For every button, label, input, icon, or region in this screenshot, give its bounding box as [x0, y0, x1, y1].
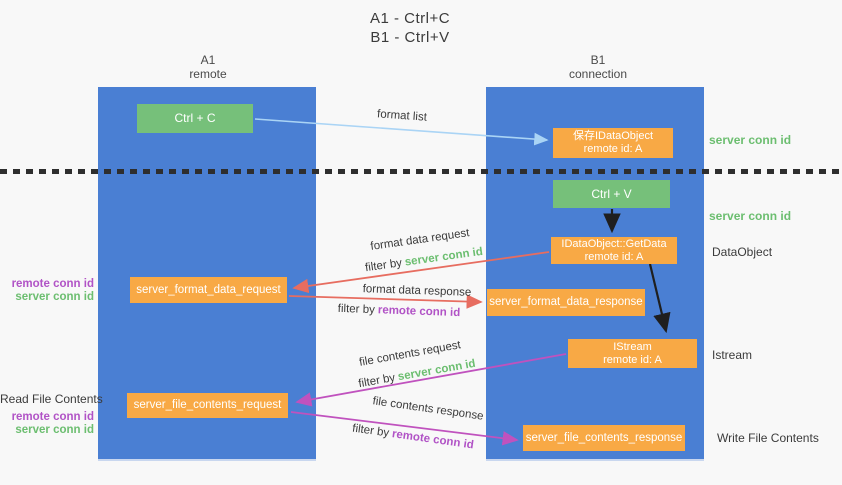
remote-conn-id-key: remote conn id [391, 428, 475, 452]
title-line-b1: B1 - Ctrl+V [370, 29, 450, 46]
save-idataobject-line2: remote id: A [583, 143, 643, 155]
save-idataobject-node: 保存IDataObject remote id: A [553, 128, 673, 158]
file-conn-id-stack: remote conn id server conn id [0, 411, 94, 437]
filter-by-text: filter by [351, 422, 390, 440]
ctrl-v-node: Ctrl + V [553, 180, 670, 208]
diagram-title: A1 - Ctrl+C B1 - Ctrl+V [280, 9, 540, 47]
filter-by-text: filter by [357, 371, 397, 391]
getdata-line1: IDataObject::GetData [561, 237, 667, 250]
istream-side-label: Istream [712, 348, 753, 362]
server-file-contents-request-node: server_file_contents_request [127, 393, 288, 418]
ctrl-c-label: Ctrl + C [174, 111, 216, 125]
idataobject-getdata-node: IDataObject::GetData remote id: A [551, 237, 677, 264]
lifeline-header-a1: A1 remote [153, 53, 263, 81]
server-format-data-request-node: server_format_data_request [130, 277, 287, 303]
dataobject-label: DataObject [712, 245, 773, 259]
server-conn-id-right-top-label: server conn id [709, 133, 792, 147]
server-format-data-response-node: server_format_data_response [487, 289, 645, 316]
save-idataobject-line1: 保存IDataObject [572, 130, 654, 142]
server-conn-id-key: server conn id [404, 245, 484, 269]
filter-by-text: filter by [337, 302, 376, 317]
server-conn-id-left-file-label: server conn id [15, 424, 94, 436]
remote-conn-id-key: remote conn id [377, 304, 461, 320]
server-file-contents-response-node: server_file_contents_response [523, 425, 685, 451]
file-contents-response-label: file contents response [371, 395, 485, 423]
istream-line2: remote id: A [603, 353, 662, 366]
lifeline-b1-role: connection [568, 67, 628, 81]
remote-conn-id-left-file-label: remote conn id [11, 411, 94, 423]
server-file-contents-response-label: server_file_contents_response [525, 431, 683, 444]
server-conn-id-left-format-label: server conn id [15, 291, 94, 303]
format-data-response-label: format data response [362, 283, 472, 299]
remote-conn-id-left-format-label: remote conn id [11, 278, 94, 290]
file-contents-response-filter-label: filter byremote conn id [352, 423, 475, 452]
istream-node: IStream remote id: A [568, 339, 697, 368]
format-conn-id-stack: remote conn id server conn id [0, 278, 94, 304]
server-file-contents-request-label: server_file_contents_request [133, 399, 282, 411]
getdata-line2: remote id: A [584, 250, 644, 263]
lifeline-b1-name: B1 [590, 53, 606, 67]
server-format-data-request-label: server_format_data_request [136, 283, 281, 296]
lifeline-a1-role: remote [189, 67, 227, 81]
title-line-a1: A1 - Ctrl+C [369, 10, 451, 27]
ctrl-v-label: Ctrl + V [591, 186, 632, 201]
server-conn-id-key: server conn id [396, 357, 477, 384]
server-conn-id-right-mid-label: server conn id [709, 209, 792, 223]
ctrl-c-node: Ctrl + C [137, 104, 253, 133]
session-divider-dotted-line [0, 169, 842, 174]
lifeline-header-b1: B1 connection [543, 53, 653, 81]
write-file-contents-label: Write File Contents [717, 431, 819, 445]
filter-by-text: filter by [364, 257, 403, 275]
format-list-label: format list [376, 108, 428, 124]
read-file-contents-label: Read File Contents [0, 392, 103, 406]
server-format-data-response-label: server_format_data_response [489, 296, 643, 308]
istream-line1: IStream [613, 340, 652, 353]
lifeline-a1-name: A1 [200, 53, 216, 67]
